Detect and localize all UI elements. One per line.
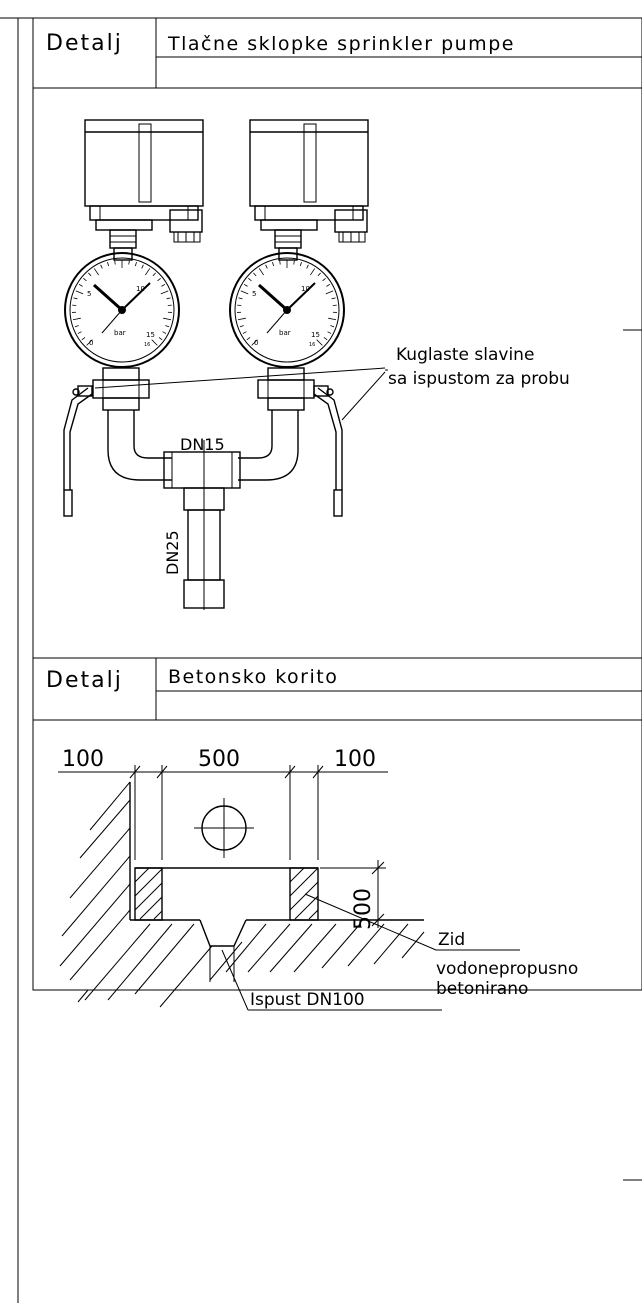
gauge-tick (134, 262, 137, 267)
gauge-tick (328, 317, 337, 321)
gauge-left-scale-16: 16 (144, 342, 150, 348)
gauge-tick (253, 272, 257, 277)
gauge-left-scale-15: 15 (146, 331, 155, 339)
gauge-tick (93, 268, 99, 276)
gauge-tick (163, 317, 172, 321)
gauge-tick (86, 339, 93, 346)
pressure-switch-left (84, 119, 204, 261)
gauge-tick (272, 262, 275, 267)
gauge-tick (158, 337, 163, 341)
gauge-left-scale-0: 0 (89, 339, 93, 347)
drain-label: Ispust DN100 (250, 990, 365, 1010)
wall-hatching (134, 867, 319, 920)
sheet-frame (0, 17, 642, 1303)
gauge-tick (72, 317, 81, 321)
gauge-tick (128, 260, 130, 265)
detail1-header: Detalj Tlačne sklopke sprinkler pumpe (33, 18, 642, 89)
gauge-tick (81, 337, 86, 341)
gauge-right-scale-15: 15 (311, 331, 320, 339)
gauge-tick (265, 264, 268, 269)
ball-valve-right (257, 367, 343, 517)
detail2-title: Betonsko korito (168, 666, 338, 688)
gauge-tick (327, 331, 332, 334)
wall-label: Zid (438, 930, 465, 950)
gauge-tick (323, 337, 328, 341)
gauge-tick (248, 277, 252, 282)
gauge-tick (75, 290, 84, 295)
dimension-center: 500 (198, 747, 240, 772)
gauge-tick (322, 277, 326, 282)
gauge-tick (151, 339, 158, 346)
gauge-tick (242, 331, 247, 334)
gauge-tick (325, 290, 334, 295)
gauge-tick (326, 283, 331, 287)
gauge-tick (161, 283, 166, 287)
gauge-tick (73, 297, 78, 300)
gauge-right-scale-16: 16 (309, 342, 315, 348)
gauge-tick (279, 260, 281, 265)
pressure-gauge-right (229, 252, 345, 368)
gauge-tick (237, 317, 246, 321)
gauge-tick (251, 339, 258, 346)
dimension-height: 500 (351, 888, 376, 930)
gauge-tick (88, 272, 92, 277)
gauge-tick (246, 337, 251, 341)
gauge-tick (306, 264, 309, 269)
gauge-tick (78, 283, 83, 287)
pressure-switch-assembly: bar 0 5 10 15 16 bar 0 5 10 15 16 (63, 119, 570, 610)
gauge-tick (165, 325, 170, 328)
gauge-tick (299, 262, 302, 267)
callout-ball-valves-line1: Kuglaste slavine (396, 345, 534, 365)
wall-note-line2: betonirano (436, 979, 528, 999)
gauge-tick (316, 339, 323, 346)
pipe-label-dn25: DN25 (163, 530, 182, 575)
gauge-tick (107, 262, 110, 267)
gauge-right-unit: bar (279, 329, 291, 337)
gauge-tick (240, 290, 249, 295)
gauge-tick (166, 297, 171, 300)
gauge-left-scale-10: 10 (136, 285, 145, 293)
concrete-trough-drawing: 100 500 100 (58, 747, 578, 1011)
detail1-title: Tlačne sklopke sprinkler pumpe (167, 33, 515, 55)
gauge-tick (162, 331, 167, 334)
piping (107, 410, 299, 610)
gauge-right-scale-10: 10 (301, 285, 310, 293)
gauge-left-unit: bar (114, 329, 126, 337)
detail2-header: Detalj Betonsko korito (33, 657, 642, 721)
ground-hatching (59, 781, 425, 1008)
ball-valve-left (63, 367, 150, 517)
gauge-tick (258, 268, 264, 276)
gauge-tick (317, 272, 321, 277)
gauge-tick (77, 331, 82, 334)
gauge-tick (141, 264, 144, 269)
gauge-tick (145, 268, 151, 276)
pressure-switch-right (249, 119, 369, 261)
gauge-tick (238, 297, 243, 300)
gauge-tick (239, 325, 244, 328)
pressure-gauge-left (64, 252, 180, 368)
gauge-tick (243, 283, 248, 287)
dimension-right: 100 (334, 747, 376, 772)
gauge-right-scale-5: 5 (252, 290, 256, 298)
dimension-left: 100 (62, 747, 104, 772)
callout-ball-valves-line2: sa ispustom za probu (388, 369, 570, 389)
gauge-tick (160, 290, 169, 295)
gauge-right-scale-0: 0 (254, 339, 258, 347)
gauge-tick (157, 277, 161, 282)
detail1-label: Detalj (46, 31, 123, 56)
gauge-tick (83, 277, 87, 282)
gauge-tick (74, 325, 79, 328)
wall-note-line1: vodonepropusno (436, 959, 578, 979)
gauge-tick (310, 268, 316, 276)
pipe-label-dn15: DN15 (180, 435, 225, 454)
gauge-tick (114, 260, 116, 265)
gauge-tick (331, 297, 336, 300)
gauge-tick (330, 325, 335, 328)
gauge-left-scale-5: 5 (87, 290, 91, 298)
detail2-label: Detalj (46, 668, 123, 693)
gauge-tick (100, 264, 103, 269)
gauge-tick (293, 260, 295, 265)
gauge-tick (152, 272, 156, 277)
